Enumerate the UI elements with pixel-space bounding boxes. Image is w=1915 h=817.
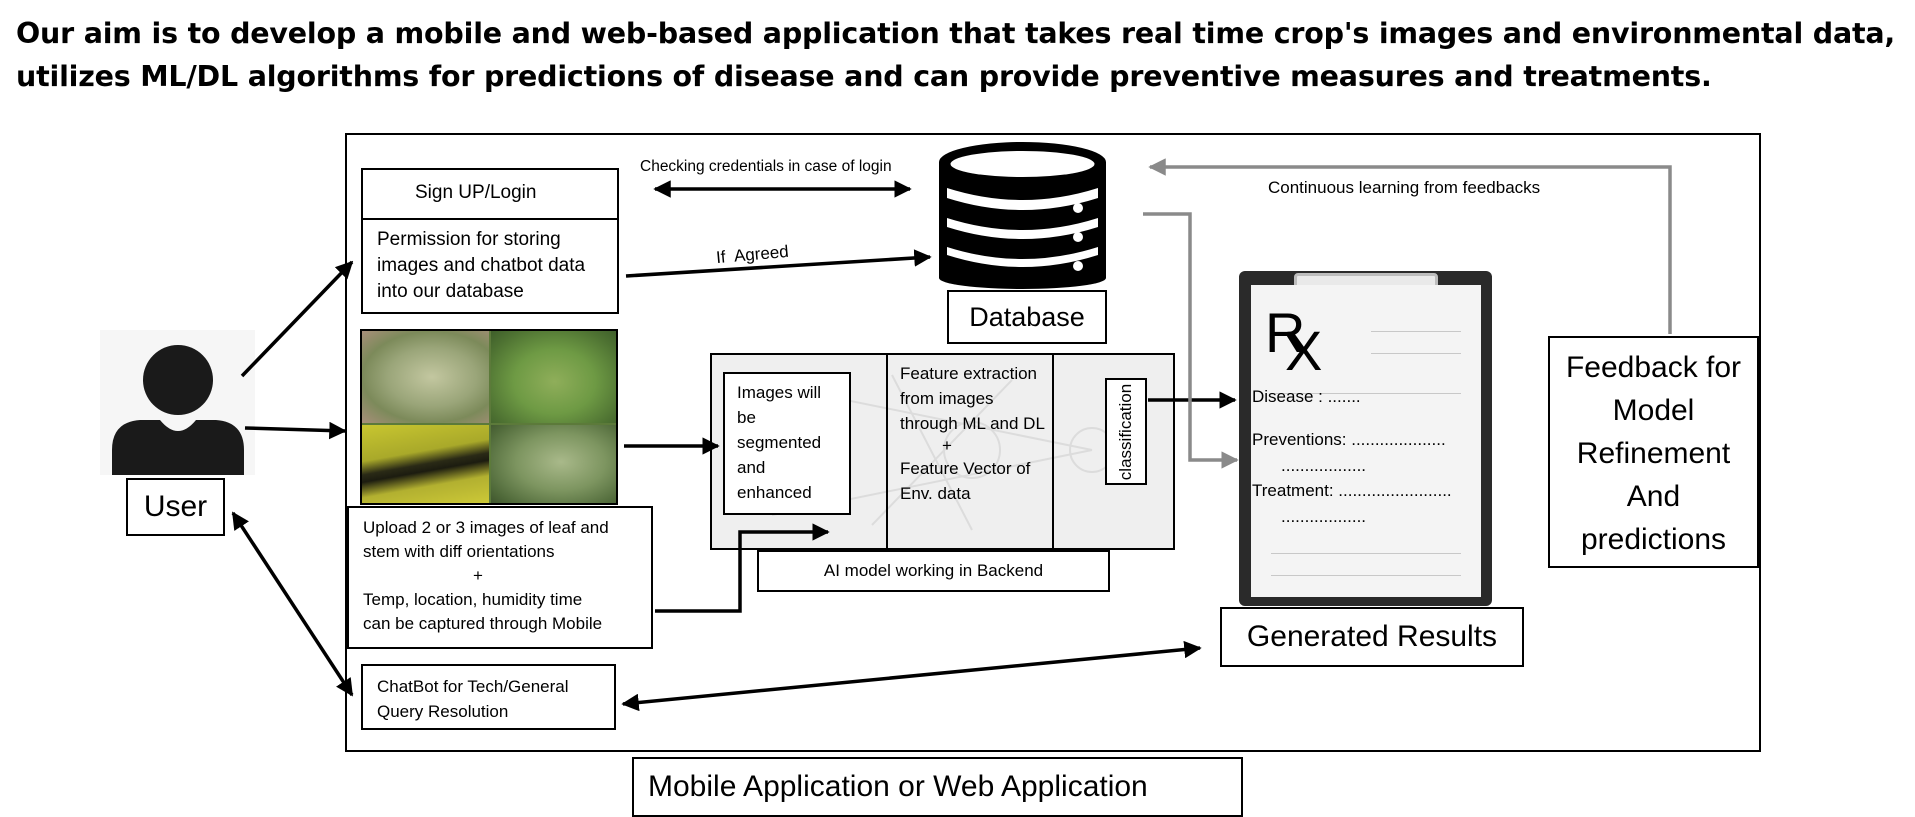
user-icon [100, 330, 255, 475]
leaf-image-3 [362, 425, 489, 503]
paper-line-4 [1271, 553, 1461, 554]
signup-login-box[interactable]: Sign UP/Login [361, 168, 619, 220]
leaf-image-2 [491, 331, 616, 423]
chatbot-box[interactable]: ChatBot for Tech/General Query Resolutio… [361, 664, 616, 730]
feature-extraction-block: Feature extraction from images through M… [900, 361, 1046, 506]
classification-box: classification [1105, 378, 1147, 485]
preventions-field: Preventions: .................... [1252, 430, 1446, 449]
treatment-continuation: .................. [1281, 507, 1367, 526]
database-label: Database [947, 290, 1107, 344]
feature-column-divider-right [1052, 355, 1054, 548]
feature-column-divider-left [886, 355, 888, 548]
upload-line-4: can be captured through Mobile [363, 614, 603, 633]
segmentation-text: Images will be segmented and enhanced [737, 383, 822, 502]
rx-symbol: R X [1265, 305, 1335, 379]
credentials-label: Checking credentials in case of login [640, 158, 892, 175]
chatbot-text: ChatBot for Tech/General Query Resolutio… [377, 677, 569, 721]
upload-line-2: stem with diff orientations [363, 542, 555, 561]
upload-instructions-box[interactable]: Upload 2 or 3 images of leaf and stem wi… [347, 506, 653, 649]
feedback-box[interactable]: Feedback for Model Refinement And predic… [1548, 336, 1759, 568]
leaf-image-1 [362, 331, 489, 423]
disease-field: Disease : ....... [1252, 387, 1361, 406]
upload-line-1: Upload 2 or 3 images of leaf and [363, 518, 609, 537]
leaf-image-4 [491, 425, 616, 503]
generated-results-label: Generated Results [1220, 607, 1524, 667]
ai-model-panel: Images will be segmented and enhanced Fe… [710, 353, 1175, 550]
signup-login-label: Sign UP/Login [415, 182, 537, 203]
upload-plus: + [473, 566, 483, 585]
classification-label: classification [1116, 383, 1135, 480]
feature-plus: + [942, 436, 952, 455]
page-heading: Our aim is to develop a mobile and web-b… [16, 17, 1896, 93]
upload-line-3: Temp, location, humidity time [363, 590, 583, 609]
paper-line-2 [1371, 353, 1461, 354]
arrow-user-to-images [244, 421, 347, 440]
platform-label: Mobile Application or Web Application [632, 757, 1243, 817]
prescription-paper: R X Disease : ....... Preventions: .....… [1251, 285, 1481, 597]
paper-line-1 [1371, 331, 1461, 332]
leaf-images-collage [360, 329, 618, 505]
ai-model-label: AI model working in Backend [757, 550, 1110, 592]
permission-box[interactable]: Permission for storing images and chatbo… [361, 218, 619, 314]
paper-line-5 [1271, 575, 1461, 576]
user-label: User [126, 478, 225, 536]
feedback-text: Feedback for Model Refinement And predic… [1565, 351, 1742, 556]
feature-vector-text: Feature Vector of Env. data [900, 459, 1031, 503]
database-icon [935, 140, 1110, 290]
feature-extraction-text: Feature extraction from images through M… [900, 364, 1045, 433]
permission-text: Permission for storing images and chatbo… [377, 229, 586, 302]
preventions-continuation: .................. [1281, 456, 1367, 475]
prescription-clipboard: R X Disease : ....... Preventions: .....… [1239, 271, 1492, 606]
arrow-user-to-login [240, 260, 354, 378]
segmentation-box: Images will be segmented and enhanced [723, 372, 851, 515]
rx-x: X [1285, 319, 1323, 382]
continuous-learning-label: Continuous learning from feedbacks [1268, 178, 1541, 197]
arrow-user-to-chatbot [231, 511, 354, 697]
treatment-field: Treatment: ........................ [1252, 481, 1452, 500]
paper-line-3 [1271, 393, 1461, 394]
